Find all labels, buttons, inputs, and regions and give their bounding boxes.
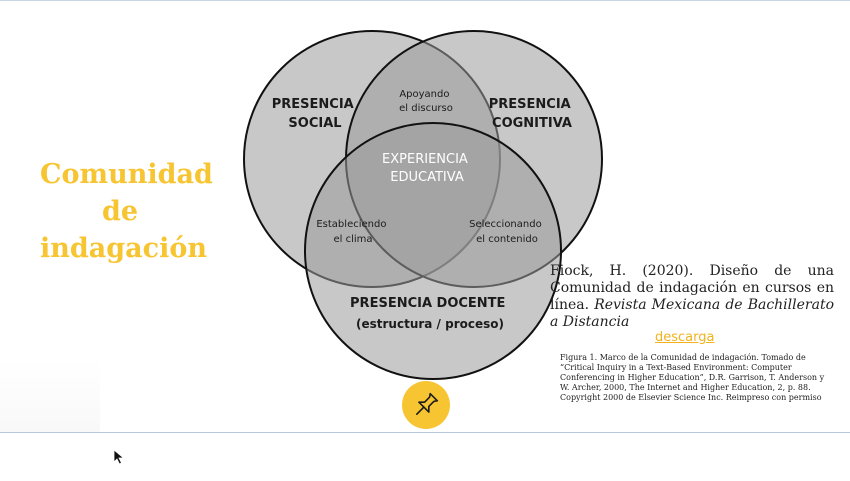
figure-caption: Figura 1. Marco de la Comunidad de indag… bbox=[560, 353, 825, 402]
label-cognitive-presence: PRESENCIA COGNITIVA bbox=[489, 97, 576, 131]
label-social-presence: PRESENCIA SOCIAL bbox=[272, 97, 359, 131]
slide-canvas: Comunidad de indagación PRESENCIA SOCIAL… bbox=[0, 0, 850, 432]
citation-text: Fiock, H. (2020). Diseño de una Comunida… bbox=[550, 263, 834, 313]
title-line-3: indagación bbox=[40, 233, 207, 264]
label-teaching-presence: PRESENCIA DOCENTE (estructura / proceso) bbox=[350, 296, 510, 331]
circle-teaching-presence bbox=[304, 122, 562, 380]
label-setting-climate: Estableciendo el clima bbox=[316, 219, 389, 245]
title-line-2: de bbox=[101, 196, 139, 227]
download-link[interactable]: descarga bbox=[655, 330, 715, 345]
slide-title: Comunidad de indagación bbox=[40, 156, 213, 267]
slide-edge-texture bbox=[0, 361, 100, 432]
venn-diagram: PRESENCIA SOCIAL PRESENCIA COGNITIVA Apo… bbox=[243, 30, 603, 380]
pushpin-icon bbox=[416, 392, 439, 415]
title-line-1: Comunidad bbox=[40, 159, 213, 190]
pin-button[interactable] bbox=[402, 381, 450, 429]
citation-journal: Revista Mexicana de Bachillerato a Dista… bbox=[550, 297, 834, 330]
mouse-cursor-icon bbox=[113, 449, 125, 465]
reference-citation: Fiock, H. (2020). Diseño de una Comunida… bbox=[550, 263, 834, 331]
label-selecting-content: Seleccionando el contenido bbox=[469, 219, 545, 245]
label-educational-experience: EXPERIENCIA EDUCATIVA bbox=[382, 152, 472, 185]
bottom-panel bbox=[0, 432, 850, 481]
label-supporting-discourse: Apoyando el discurso bbox=[399, 89, 453, 114]
